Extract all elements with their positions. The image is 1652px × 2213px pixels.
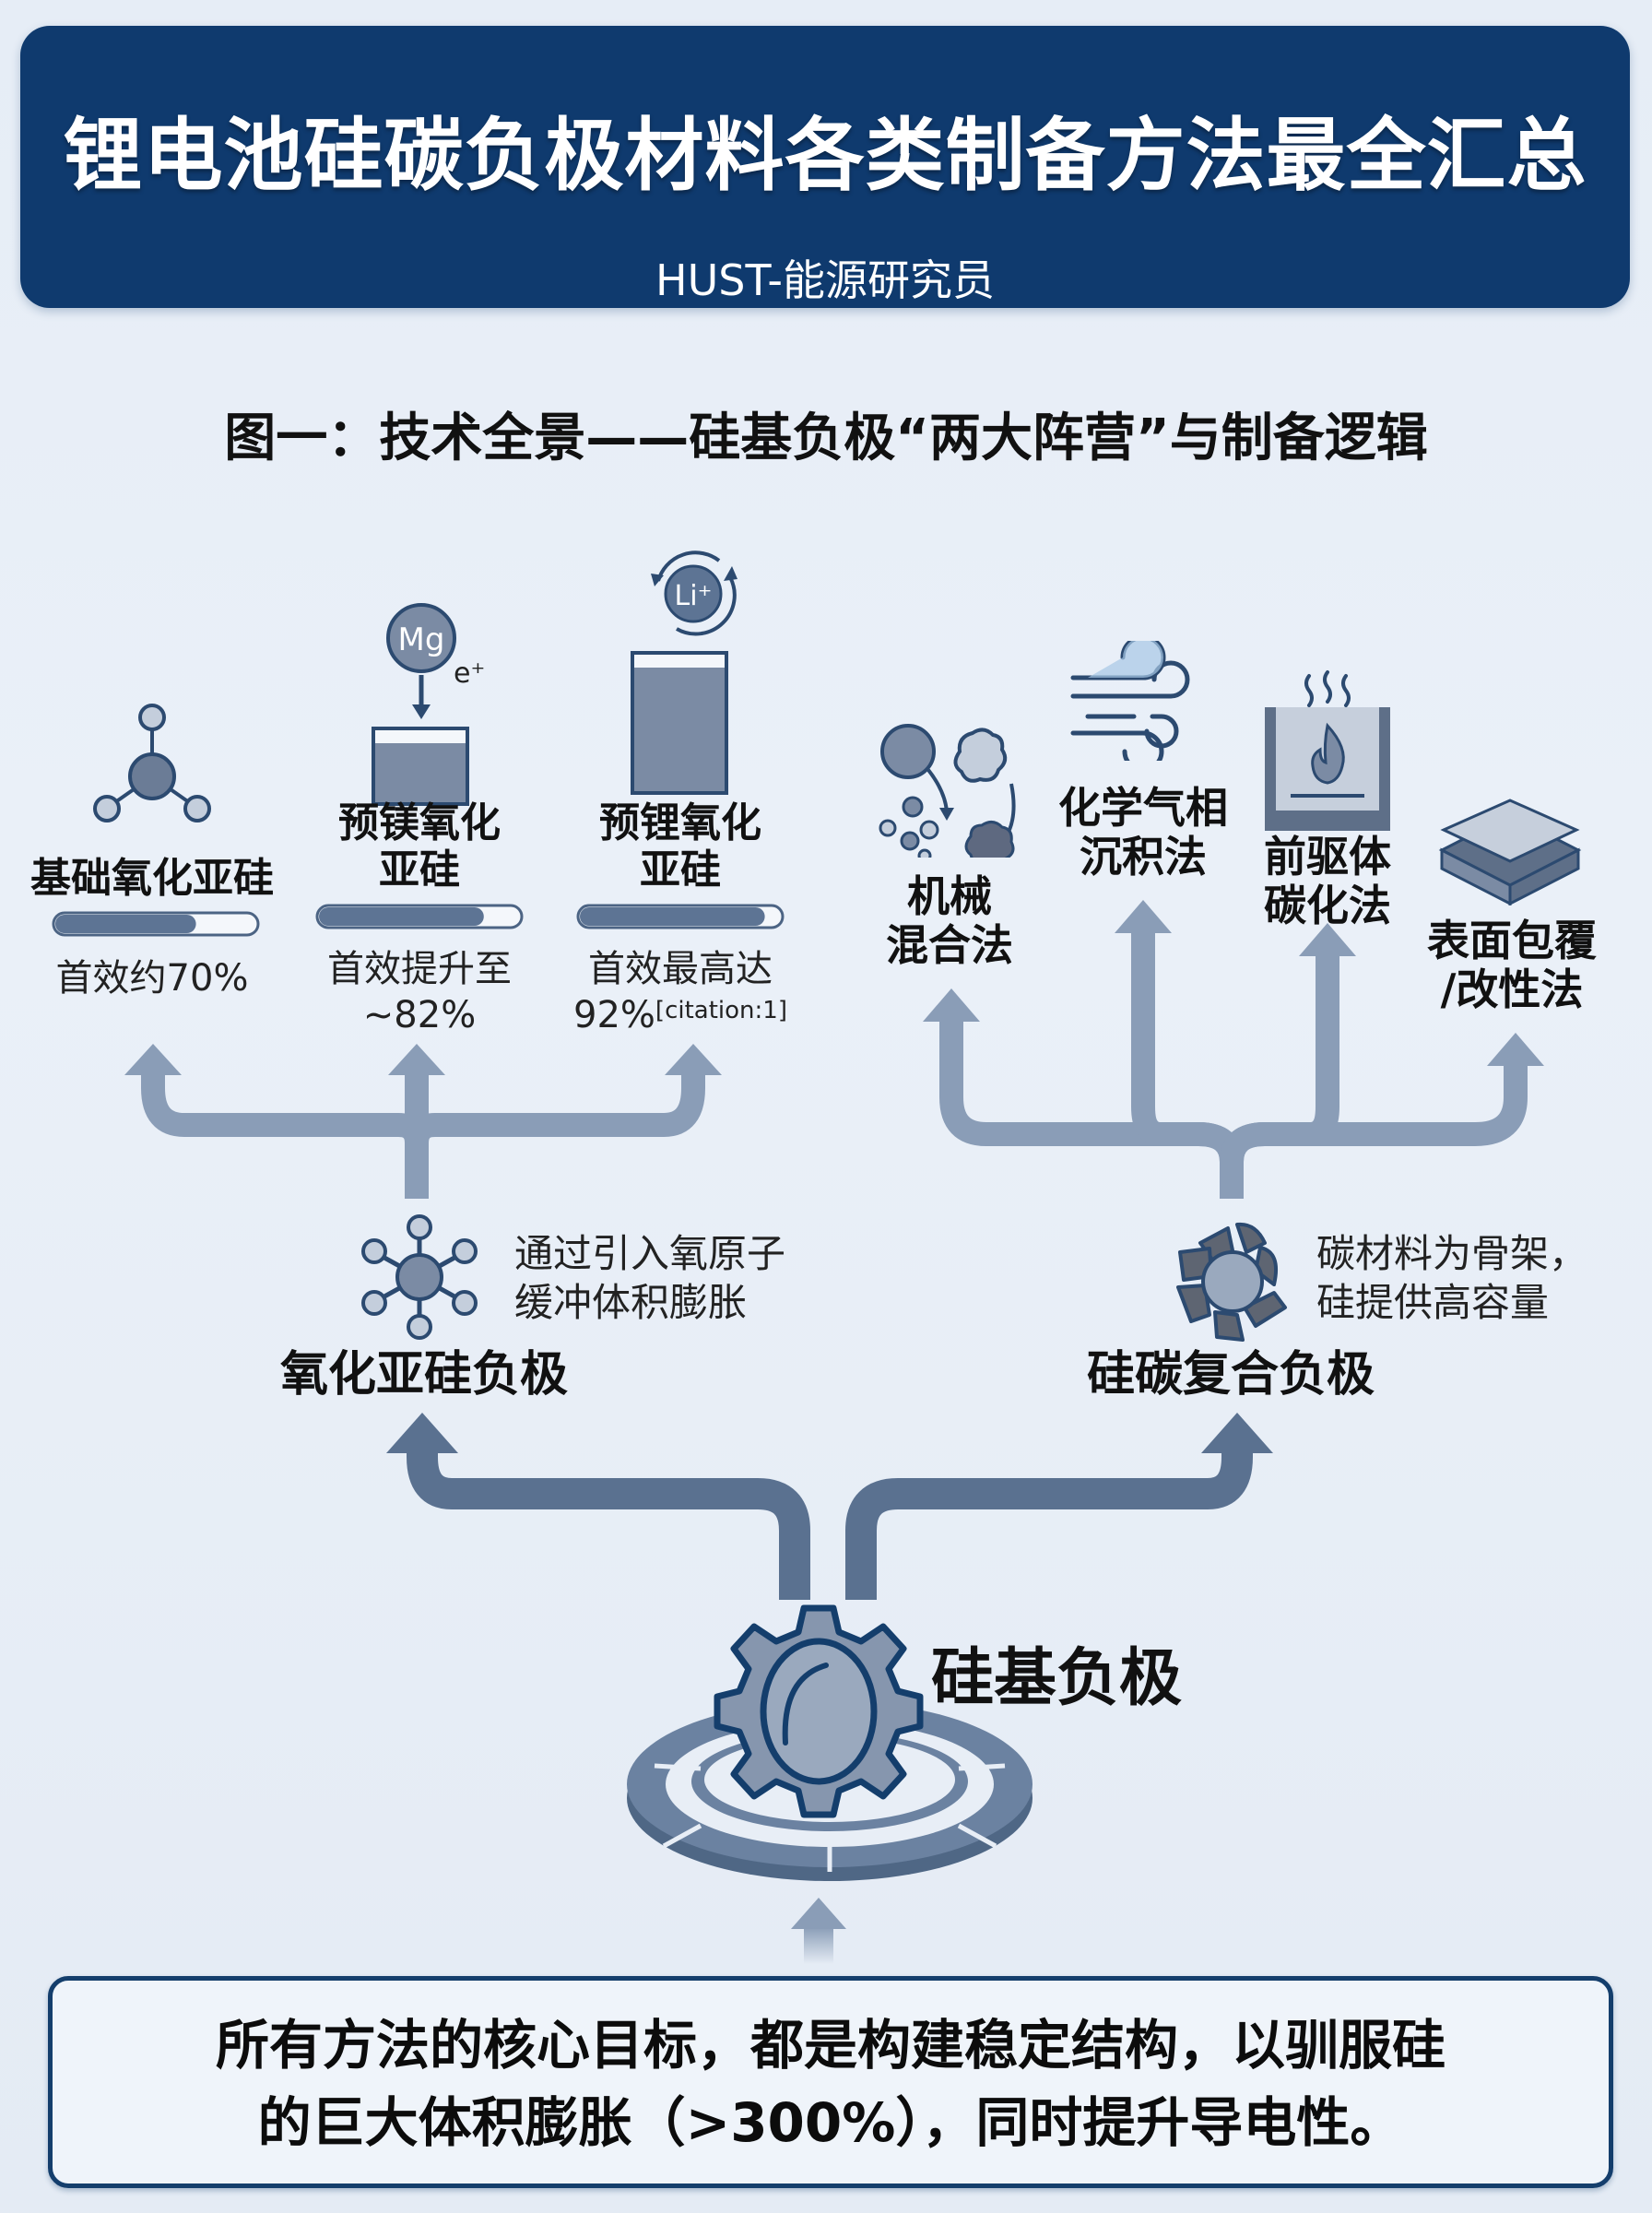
layer-coating-icon (1438, 799, 1582, 905)
siox-molecule-icon (361, 1214, 478, 1340)
efficiency-bar-mg (315, 904, 524, 929)
page-title: 锂电池硅碳负极材料各类制备方法最全汇总 (63, 110, 1587, 202)
lithium-cycle-icon: Li⁺ (631, 550, 738, 795)
furnace-icon (1265, 670, 1390, 831)
arrow-to-basic-siox (141, 1070, 429, 1199)
li-symbol: Li⁺ (675, 580, 713, 612)
variant-li-siox-name: 预锂氧化 亚硅 (542, 799, 819, 893)
efficiency-bar-basic (52, 911, 260, 937)
precursor-line-1: 前驱体 (1264, 832, 1391, 882)
arrow-to-sic (845, 1441, 1253, 1600)
variant-mg-siox-efficiency: 首效提升至 ~82% (281, 946, 558, 1038)
mg-name-line-2: 亚硅 (379, 846, 460, 893)
mg-eff-line-1: 首效提升至 (327, 948, 512, 990)
mech-line-2: 混合法 (886, 919, 1013, 970)
method-precursor-carbonization-name: 前驱体 碳化法 (1226, 833, 1429, 930)
method-surface-coating-name: 表面包覆 /改性法 (1406, 917, 1618, 1014)
basic-siox-molecule-icon (93, 704, 211, 822)
efficiency-fill-li (580, 907, 765, 926)
arrow-to-mechanical (939, 1019, 1244, 1199)
particle-mixing-icon (879, 724, 1016, 858)
mech-line-1: 机械 (907, 871, 992, 921)
positron-symbol: e⁺ (454, 657, 485, 690)
author-subtitle: HUST-能源研究员 (655, 255, 995, 305)
arrowhead-siox (386, 1413, 458, 1453)
li-eff-line-2: 92%[citation:1] (542, 992, 819, 1038)
li-eff-value: 92% (573, 994, 655, 1036)
siox-description: 通过引入氧原子 缓冲体积膨胀 (514, 1230, 785, 1327)
variant-mg-siox-name: 预镁氧化 亚硅 (281, 799, 558, 893)
li-eff-line-1: 首效最高达 (588, 948, 773, 990)
coating-line-1: 表面包覆 (1427, 916, 1597, 965)
efficiency-fill-mg (319, 907, 484, 926)
conclusion-line-1: 所有方法的核心目标，都是构建稳定结构，以驯服硅 (215, 2014, 1446, 2077)
cvd-line-2: 沉积法 (1080, 831, 1207, 882)
citation-marker: [citation:1] (655, 997, 787, 1024)
variant-li-siox-efficiency: 首效最高达 92%[citation:1] (542, 946, 819, 1038)
sic-desc-line-1: 碳材料为骨架， (1316, 1231, 1588, 1276)
li-name-line-2: 亚硅 (640, 846, 721, 893)
method-mechanical-mixing-name: 机械 混合法 (853, 872, 1046, 970)
conclusion-box: 所有方法的核心目标，都是构建稳定结构，以驯服硅 的巨大体积膨胀（>300%），同… (48, 1976, 1613, 2188)
sic-desc-line-2: 硅提供高容量 (1316, 1279, 1550, 1325)
figure-heading: 图一：技术全景——硅基负极“两大阵营”与制备逻辑 (224, 408, 1428, 468)
arrow-to-siox (407, 1441, 810, 1600)
li-name-line-1: 预锂氧化 (599, 799, 761, 846)
sic-description: 碳材料为骨架， 硅提供高容量 (1316, 1230, 1587, 1327)
coating-line-2: /改性法 (1440, 964, 1584, 1014)
mg-eff-line-2: ~82% (362, 994, 477, 1036)
mg-symbol: Mg (398, 621, 445, 658)
conclusion-line-2: 的巨大体积膨胀（>300%），同时提升导电性。 (257, 2091, 1404, 2155)
sic-camp-label: 硅碳复合负极 (1086, 1347, 1375, 1402)
arrow-from-conclusion (804, 1927, 833, 1964)
siox-desc-line-1: 通过引入氧原子 (514, 1231, 786, 1276)
cvd-line-1: 化学气相 (1058, 783, 1228, 833)
magnesium-doping-icon: Mg e⁺ (372, 603, 485, 806)
gas-flow-icon (1070, 641, 1190, 761)
conclusion-text: 所有方法的核心目标，都是构建稳定结构，以驯服硅 的巨大体积膨胀（>300%），同… (53, 2006, 1609, 2161)
siox-camp-label: 氧化亚硅负极 (279, 1347, 568, 1402)
mg-name-line-1: 预镁氧化 (338, 799, 501, 846)
arrowhead-sic (1201, 1413, 1273, 1453)
siox-desc-line-2: 缓冲体积膨胀 (514, 1279, 748, 1325)
precursor-line-2: 碳化法 (1264, 880, 1391, 930)
silicon-anode-gear-icon (627, 1604, 1032, 1881)
silicon-carbon-composite-icon (1176, 1222, 1287, 1342)
variant-basic-siox-name: 基础氧化亚硅 (30, 855, 274, 902)
method-cvd-name: 化学气相 沉积法 (1032, 784, 1254, 882)
efficiency-bar-li (576, 904, 785, 929)
arrow-to-li-siox (405, 1070, 705, 1144)
root-label: 硅基负极 (931, 1642, 1183, 1715)
efficiency-fill-basic (55, 915, 196, 933)
variant-basic-siox-efficiency: 首效约70% (55, 957, 249, 1000)
arrow-to-cvd (1131, 931, 1244, 1163)
header-banner: 锂电池硅碳负极材料各类制备方法最全汇总 HUST-能源研究员 (20, 26, 1630, 308)
arrow-to-coating (1220, 1060, 1528, 1163)
